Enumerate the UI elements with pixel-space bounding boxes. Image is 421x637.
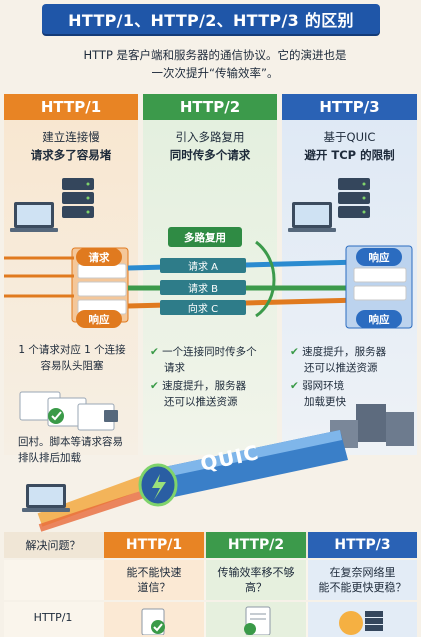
http2-note-2: ✔ 速度提升，服务器 还可以推送资源: [150, 378, 274, 410]
document-check-icon: [141, 608, 165, 635]
http3-note-2-line2: 加载更快: [304, 396, 346, 408]
http3-server-icon: [338, 178, 370, 218]
table-corner: 解决问题？: [25, 538, 81, 552]
http1-request-pill: 请求: [76, 248, 122, 266]
http1-note-b: 回村。脚本等请求容易 排队排后加载: [18, 434, 136, 466]
intro-line-2: 一次次提升“传输效率”。: [151, 66, 279, 80]
http2-sub-line1: 引入多路复用: [175, 130, 245, 144]
table-header-row: 解决问题？ HTTP/1 HTTP/2 HTTP/3: [4, 532, 417, 558]
http1-header: HTTP/1: [4, 94, 138, 120]
http3-note-1-line1: 速度提升，服务器: [302, 346, 387, 358]
loop-arrow: [255, 240, 276, 318]
check-icon: ✔: [290, 380, 299, 392]
http3-subtitle: 基于QUIC 避开 TCP 的限制: [282, 128, 417, 164]
http1-subtitle: 建立连接慢 请求多了容易堵: [4, 128, 138, 164]
request-a-label: 请求 A: [160, 258, 246, 273]
server-icon: [62, 178, 94, 218]
http1-note-a: 1 个请求对应 1 个连接 容易队头阻塞: [8, 342, 136, 374]
http3-header: HTTP/3: [282, 94, 417, 120]
http1-note-b-line1: 回村。脚本等请求容易: [18, 436, 123, 448]
http1-sub-line1: 建立连接慢: [42, 130, 100, 144]
request-c-label: 向求 C: [160, 300, 246, 315]
http2-note-2-line2: 还可以推送资源: [164, 396, 238, 408]
intro-line-1: HTTP 是客户端和服务器的通信协议。它的演进也是: [83, 48, 347, 62]
request-b-label: 请求 B: [160, 280, 246, 295]
table-cell: 传输效率移不够 高？: [206, 560, 306, 600]
datacenter-icon: [330, 404, 414, 448]
http3-sub-line2: 避开 TCP 的限制: [304, 148, 395, 162]
http3-response-stack: [345, 245, 413, 329]
table-cell: [104, 602, 204, 637]
http1-response-pill: 响应: [76, 310, 122, 328]
http3-response-top: 响应: [356, 248, 402, 266]
document-cards-icon: [19, 391, 118, 431]
quic-tube: [37, 430, 348, 532]
http2-note-1: ✔ 一个连接同时传多个 请求: [150, 344, 274, 376]
page-title: HTTP/1、HTTP/2、HTTP/3 的区别: [68, 11, 354, 30]
http3-sub-line1: 基于QUIC: [323, 130, 376, 144]
multiplex-label: 多路复用: [168, 227, 242, 247]
http3-response-bottom: 响应: [356, 310, 402, 328]
http1-note-a-line1: 1 个请求对应 1 个连接: [18, 344, 126, 356]
http2-note-1-line1: 一个连接同时传多个: [162, 346, 257, 358]
http3-note-1-line2: 还可以推送资源: [304, 362, 378, 374]
table-cell: 能不能快速 道信？: [104, 560, 204, 600]
table-header-http1: HTTP/1: [104, 532, 204, 558]
intro-text: HTTP 是客户端和服务器的通信协议。它的演进也是 一次次提升“传输效率”。: [30, 46, 400, 82]
http3-note-2: ✔ 弱网环境 加载更快: [290, 378, 414, 410]
http3-note-2-line1: 弱网环境: [302, 380, 345, 392]
table-row-label: HTTP/1: [33, 610, 73, 624]
check-icon: ✔: [150, 346, 159, 358]
laptop-icon: [10, 202, 58, 232]
document-list-icon: [244, 606, 271, 635]
http1-note-b-line2: 排队排后加载: [18, 452, 81, 464]
table-row: HTTP/1: [4, 602, 417, 637]
http1-note-a-line2: 容易队头阻塞: [40, 360, 104, 372]
table-cell: 在复奈网络里 能不能更快更稳？: [308, 560, 417, 600]
http3-laptop-icon: [288, 202, 336, 232]
http1-sub-line2: 请求多了容易堵: [30, 148, 112, 162]
table-header-http2: HTTP/2: [206, 532, 306, 558]
check-icon: ✔: [290, 346, 299, 358]
http2-header: HTTP/2: [143, 94, 277, 120]
http2-note-1-line2: 请求: [164, 362, 185, 374]
table-cell: [206, 602, 306, 637]
http2-subtitle: 引入多路复用 同时传多个请求: [143, 128, 277, 164]
http2-sub-line2: 同时传多个请求: [169, 148, 251, 162]
bottom-laptop-icon: [22, 484, 70, 512]
check-icon: ✔: [150, 380, 159, 392]
table-cell: [308, 602, 417, 637]
title-banner: HTTP/1、HTTP/2、HTTP/3 的区别: [42, 4, 380, 34]
table-header-http3: HTTP/3: [308, 532, 417, 558]
table-row: 能不能快速 道信？ 传输效率移不够 高？ 在复奈网络里 能不能更快更稳？: [4, 560, 417, 600]
http3-note-1: ✔ 速度提升，服务器 还可以推送资源: [290, 344, 414, 376]
database-server-icon: [338, 610, 383, 635]
http2-note-2-line1: 速度提升，服务器: [162, 380, 247, 392]
